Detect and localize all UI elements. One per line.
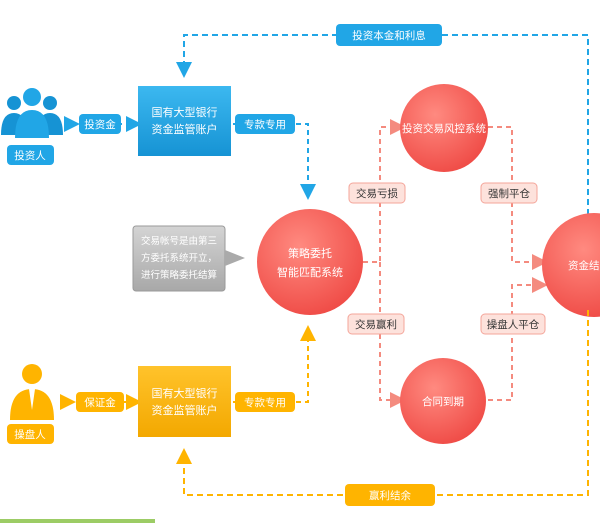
- investor-to-bank-label: 投资金: [84, 118, 116, 131]
- investor-tag: 投资人: [7, 145, 54, 165]
- notice-line3: 进行策略委托结算: [141, 269, 217, 281]
- investor-label: 投资人: [14, 149, 46, 162]
- trader-tag: 操盘人: [7, 424, 54, 444]
- bank-bottom-line1: 国有大型银行: [152, 386, 218, 400]
- settlement-circle: 资金结: [542, 213, 600, 317]
- strategy-line2: 智能匹配系统: [277, 265, 343, 279]
- risk-system-label: 投资交易风控系统: [402, 122, 486, 135]
- bank-top-box: 国有大型银行 资金监管账户: [138, 86, 231, 156]
- bottom-return-line: [176, 310, 589, 496]
- notice-line2: 方委托系统开立，: [141, 252, 217, 264]
- forced-close-label: 强制平仓: [488, 187, 530, 200]
- bottom-accent-bar: [0, 519, 155, 523]
- trader-label: 操盘人: [14, 428, 46, 441]
- contract-expire-label: 合同到期: [422, 395, 464, 408]
- strategy-circle: 策略委托 智能匹配系统: [257, 209, 363, 315]
- contract-expire-circle: 合同到期: [400, 358, 486, 444]
- margin-arrow: 保证金: [60, 392, 142, 412]
- special-top-arrow: 专款专用: [233, 114, 316, 200]
- bank-bottom-box: 国有大型银行 资金监管账户: [138, 366, 231, 437]
- notice-box: 交易帐号是由第三 方委托系统开立， 进行策略委托结算: [132, 225, 245, 292]
- special-bottom-label: 专款专用: [244, 396, 286, 409]
- bank-top-line1: 国有大型银行: [152, 105, 218, 119]
- risk-system-circle: 投资交易风控系统: [400, 84, 488, 172]
- forced-close-tag: 强制平仓: [480, 182, 538, 204]
- investor-bank-arrow: 投资金: [64, 114, 142, 134]
- bottom-flow-tag: 赢利结余: [345, 484, 435, 506]
- bank-bottom-line2: 资金监管账户: [152, 403, 218, 417]
- margin-label: 保证金: [84, 396, 116, 409]
- trader-icon: [10, 364, 54, 420]
- trade-loss-label: 交易亏损: [356, 187, 398, 200]
- top-flow-label: 投资本金和利息: [352, 29, 426, 42]
- settle-right-label: 资金结: [568, 259, 600, 272]
- trader-close-tag: 操盘人平仓: [480, 313, 546, 335]
- bottom-flow-label: 赢利结余: [369, 489, 411, 502]
- special-top-label: 专款专用: [244, 118, 286, 131]
- top-flow-tag: 投资本金和利息: [336, 24, 442, 46]
- strategy-line1: 策略委托: [288, 246, 332, 260]
- trade-profit-tag: 交易赢利: [347, 313, 405, 335]
- trade-profit-label: 交易赢利: [355, 318, 397, 331]
- trader-close-label: 操盘人平仓: [487, 318, 540, 331]
- investor-icon: [1, 88, 63, 138]
- bank-top-line2: 资金监管账户: [152, 122, 218, 136]
- special-bottom-arrow: 专款专用: [233, 325, 316, 412]
- trade-loss-tag: 交易亏损: [348, 182, 406, 204]
- notice-line1: 交易帐号是由第三: [141, 235, 217, 247]
